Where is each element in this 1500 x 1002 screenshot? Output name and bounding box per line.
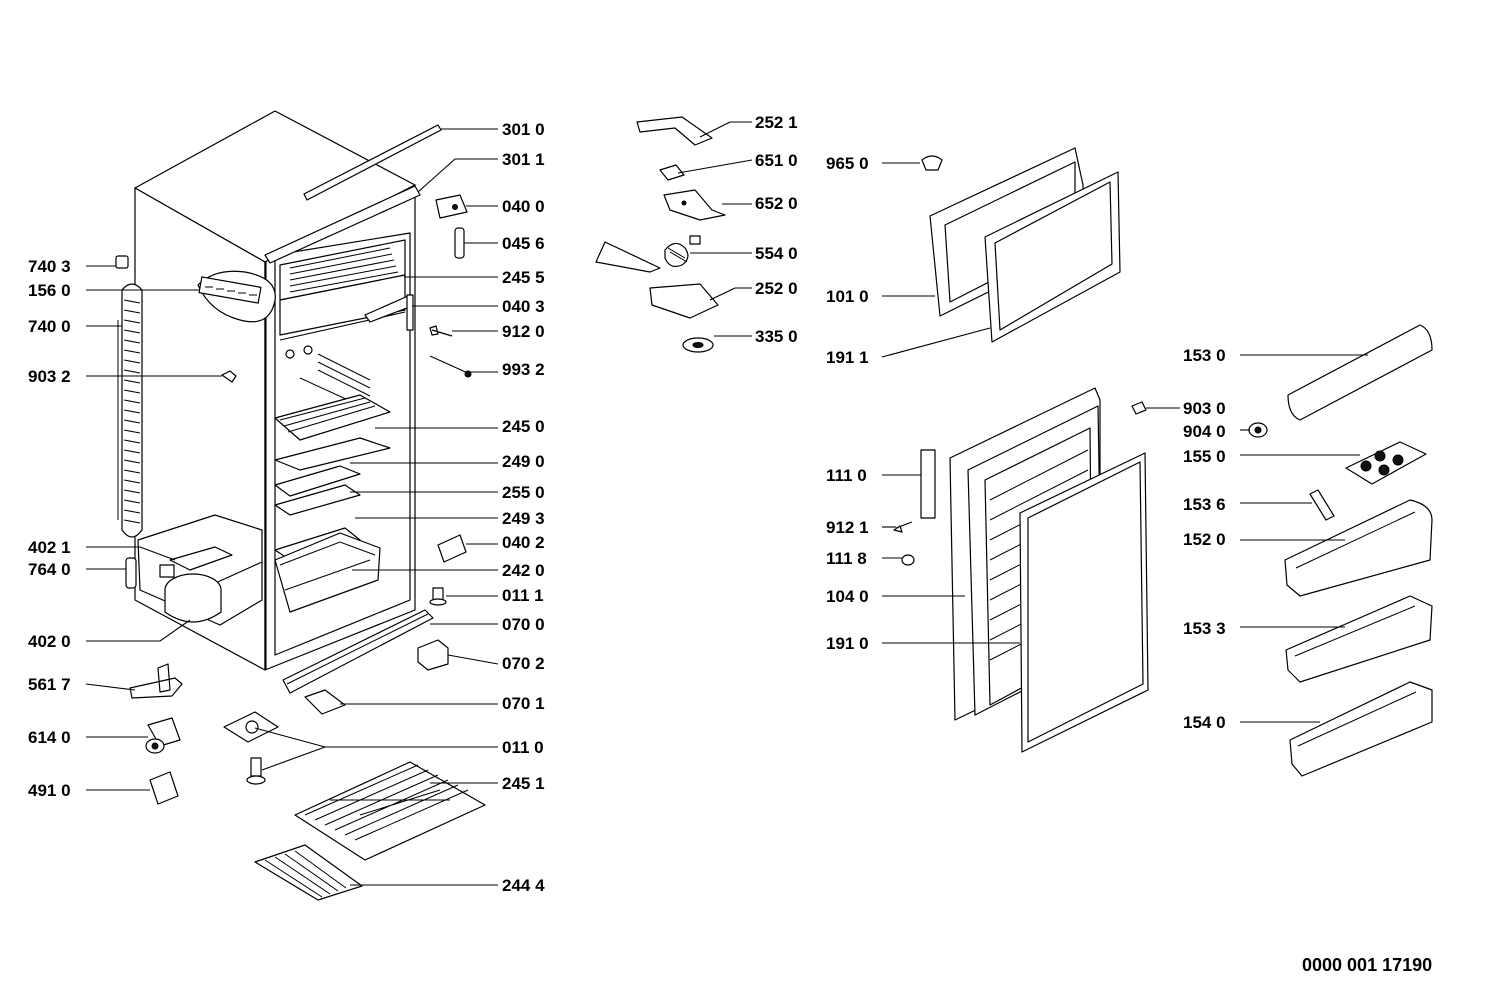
- part-label-155-0: 155 0: [1183, 447, 1226, 466]
- part-label-249-0: 249 0: [502, 452, 545, 471]
- part-label-153-6: 153 6: [1183, 495, 1226, 514]
- part-label-191-1: 191 1: [826, 348, 869, 367]
- fridge-door-drawing: [893, 387, 1268, 753]
- part-label-912-1: 912 1: [826, 518, 869, 537]
- part-label-011-0: 011 0: [502, 738, 544, 757]
- door-shelves-drawing: [1284, 324, 1433, 777]
- part-label-154-0: 154 0: [1183, 713, 1226, 732]
- leader-lines: [85, 121, 1368, 886]
- part-label-402-1: 402 1: [28, 538, 71, 557]
- part-label-156-0: 156 0: [28, 281, 71, 300]
- part-label-070-0: 070 0: [502, 615, 545, 634]
- part-label-491-0: 491 0: [28, 781, 71, 800]
- part-label-245-5: 245 5: [502, 268, 545, 287]
- part-label-040-0: 040 0: [502, 197, 545, 216]
- part-label-904-0: 904 0: [1183, 422, 1226, 441]
- part-label-242-0: 242 0: [502, 561, 545, 580]
- part-label-040-2: 040 2: [502, 533, 545, 552]
- part-label-070-2: 070 2: [502, 654, 545, 673]
- part-label-011-1: 011 1: [502, 586, 544, 605]
- part-label-740-3: 740 3: [28, 257, 71, 276]
- part-labels: 301 0 301 1 040 0 045 6 245 5 040 3 912 …: [28, 113, 1432, 975]
- part-label-255-0: 255 0: [502, 483, 545, 502]
- part-label-249-3: 249 3: [502, 509, 545, 528]
- part-label-244-4: 244 4: [502, 876, 545, 895]
- part-label-191-0: 191 0: [826, 634, 869, 653]
- part-label-554-0: 554 0: [755, 244, 798, 263]
- freezer-door-drawing: [921, 147, 1121, 343]
- part-label-153-3: 153 3: [1183, 619, 1226, 638]
- part-label-152-0: 152 0: [1183, 530, 1226, 549]
- part-label-651-0: 651 0: [755, 151, 798, 170]
- part-label-965-0: 965 0: [826, 154, 869, 173]
- part-label-561-7: 561 7: [28, 675, 71, 694]
- part-label-245-1: 245 1: [502, 774, 545, 793]
- part-label-903-2: 903 2: [28, 367, 71, 386]
- part-label-993-2: 993 2: [502, 360, 545, 379]
- part-label-301-1: 301 1: [502, 150, 545, 169]
- part-label-614-0: 614 0: [28, 728, 71, 747]
- thermostat-parts: [595, 116, 726, 353]
- refrigerator-cabinet-drawing: [117, 110, 442, 694]
- part-label-652-0: 652 0: [755, 194, 798, 213]
- part-label-252-1: 252 1: [755, 113, 798, 132]
- part-label-111-8: 111 8: [826, 549, 867, 568]
- part-label-101-0: 101 0: [826, 287, 869, 306]
- part-label-402-0: 402 0: [28, 632, 71, 651]
- part-label-740-0: 740 0: [28, 317, 71, 336]
- part-label-335-0: 335 0: [755, 327, 798, 346]
- part-label-111-0: 111 0: [826, 466, 867, 485]
- part-label-252-0: 252 0: [755, 279, 798, 298]
- part-label-301-0: 301 0: [502, 120, 545, 139]
- part-label-903-0: 903 0: [1183, 399, 1226, 418]
- part-label-912-0: 912 0: [502, 322, 545, 341]
- document-number: 0000 001 17190: [1302, 955, 1432, 975]
- part-label-764-0: 764 0: [28, 560, 71, 579]
- part-label-040-3: 040 3: [502, 297, 545, 316]
- part-label-104-0: 104 0: [826, 587, 869, 606]
- part-label-070-1: 070 1: [502, 694, 545, 713]
- part-label-153-0: 153 0: [1183, 346, 1226, 365]
- part-label-245-0: 245 0: [502, 417, 545, 436]
- part-label-045-6: 045 6: [502, 234, 545, 253]
- small-parts-left: [115, 194, 486, 901]
